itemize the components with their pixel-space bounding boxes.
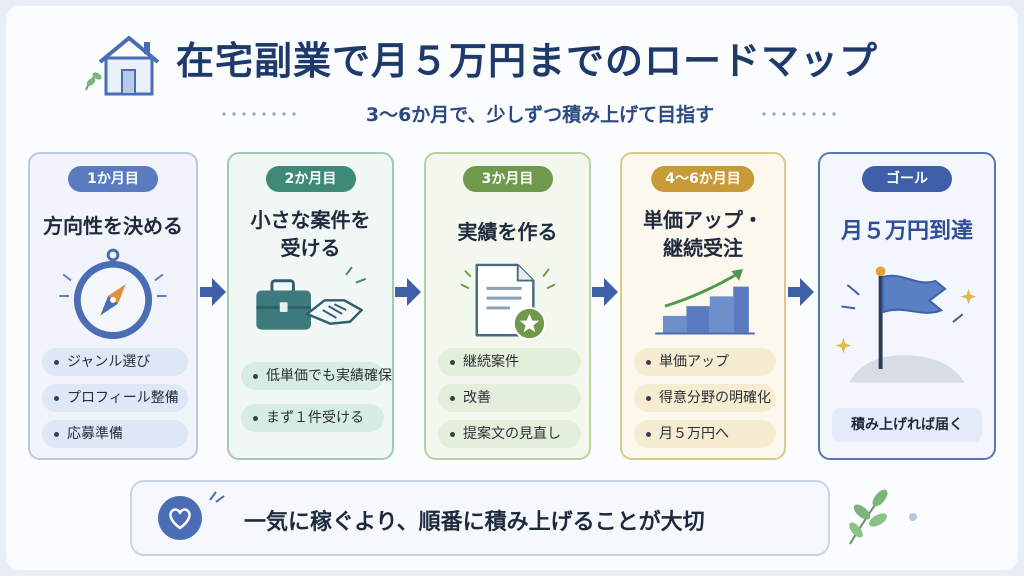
message-banner: 一気に稼ぐより、順番に積み上げることが大切 xyxy=(130,480,830,556)
list-item: 応募準備 xyxy=(42,420,188,448)
document-star-icon xyxy=(460,263,556,341)
step-title-line1: 単価アップ・ xyxy=(643,208,763,232)
list-item: 月５万円へ xyxy=(634,420,776,448)
step-title: 実績を作る xyxy=(457,220,558,244)
arrow-right-icon xyxy=(592,278,618,306)
step-card-month2: 2か月目 小さな案件を 受ける 低単価でも実績確保 まず１件受ける xyxy=(227,152,394,460)
growth-steps-icon xyxy=(655,269,755,335)
leaf-sprig-icon xyxy=(849,489,888,545)
list-item: 継続案件 xyxy=(438,348,581,376)
step-title-line2: 継続受注 xyxy=(663,236,743,260)
step-card-month4-6: 4〜6か月目 単価アップ・ 継続受注 単価アップ 得意分野の明確化 月５万円へ xyxy=(620,152,786,460)
compass-icon xyxy=(59,248,167,339)
step-title-line2: 受ける xyxy=(280,236,341,260)
list-item: 低単価でも実績確保 xyxy=(241,362,392,390)
step-badge: 4〜6か月目 xyxy=(651,166,755,192)
sparkle-lines-icon xyxy=(209,491,225,503)
step-title: 方向性を決める xyxy=(43,214,183,238)
list-item: まず１件受ける xyxy=(241,404,384,432)
heart-icon xyxy=(158,496,202,540)
goal-badge: ゴール xyxy=(862,166,952,192)
list-item: 改善 xyxy=(438,384,581,412)
house-icon xyxy=(85,36,160,96)
list-item: 単価アップ xyxy=(634,348,776,376)
step-badge: 2か月目 xyxy=(265,166,356,192)
arrow-right-icon xyxy=(788,278,814,306)
message-text: 一気に稼ぐより、順番に積み上げることが大切 xyxy=(244,510,705,535)
page-title: 在宅副業で月５万円までのロードマップ xyxy=(176,39,879,83)
arrow-right-icon xyxy=(200,278,226,306)
briefcase-handshake-icon xyxy=(256,266,367,330)
decorative-dots xyxy=(222,112,296,116)
step-card-month1: 1か月目 方向性を決める ジャンル選び プロフィール整備 応募準備 xyxy=(28,152,198,460)
step-title-line1: 小さな案件を xyxy=(250,208,371,232)
goal-title: 月５万円到達 xyxy=(840,219,973,244)
dot-decoration xyxy=(909,513,917,521)
list-item: ジャンル選び xyxy=(42,348,188,376)
step-badge: 1か月目 xyxy=(68,166,158,192)
list-item: プロフィール整備 xyxy=(42,384,188,412)
decorative-dots xyxy=(762,112,836,116)
goal-note: 積み上げれば届く xyxy=(832,408,982,442)
flag-icon xyxy=(835,266,977,383)
step-card-month3: 3か月目 実績を作る 継続案件 改善 提案文の見直し xyxy=(424,152,591,460)
page-subtitle: 3〜6か月で、少しずつ積み上げて目指す xyxy=(365,104,715,126)
list-item: 提案文の見直し xyxy=(438,420,581,448)
list-item: 得意分野の明確化 xyxy=(634,384,776,412)
arrow-right-icon xyxy=(395,278,421,306)
step-badge: 3か月目 xyxy=(462,166,553,192)
goal-card: ゴール 月５万円到達 積み上げれば届く xyxy=(818,152,996,460)
